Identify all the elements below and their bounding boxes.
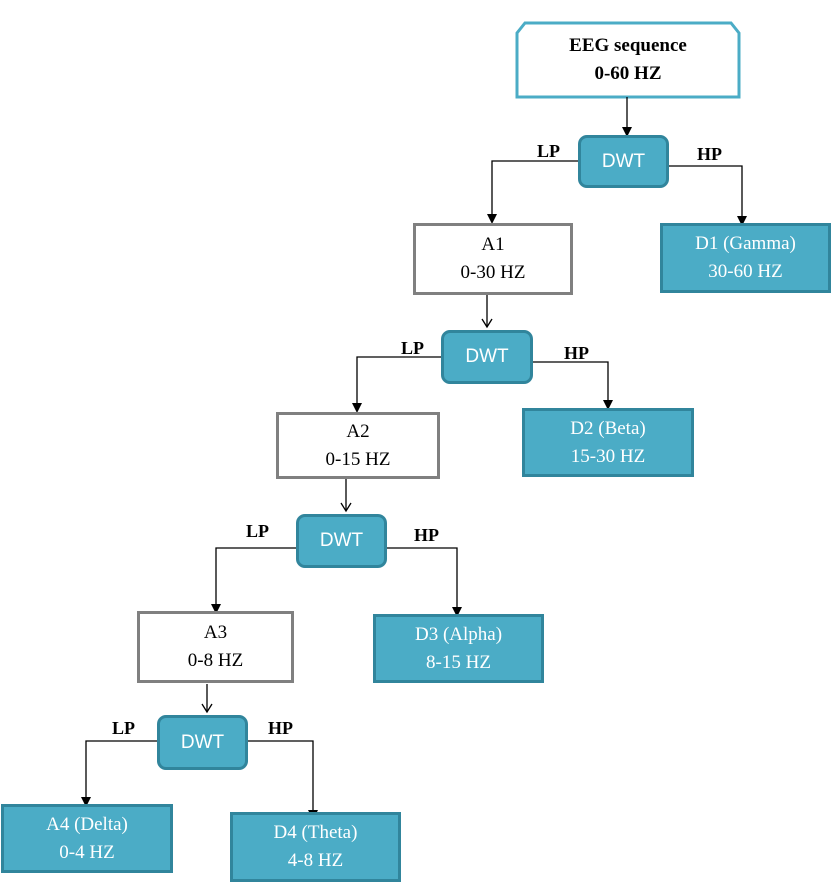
dwt-label-3: DWT [319, 530, 364, 551]
lp-label-1: LP [537, 141, 561, 161]
detail-range: 8-15 HZ [426, 651, 491, 673]
detail-node-d3: D3 (Alpha) 8-15 HZ [373, 614, 544, 683]
detail-range: 30-60 HZ [708, 261, 783, 282]
root-range: 0-60 HZ [594, 63, 662, 84]
approx-name: A3 [203, 622, 228, 643]
connector-hp-1 [668, 165, 747, 226]
detail-range: 4-8 HZ [287, 850, 344, 871]
dwt-label-1: DWT [601, 150, 646, 172]
lp-label-4: LP [112, 718, 136, 738]
root-title: EEG sequence [569, 35, 687, 56]
detail-node-a4: A4 (Delta) 0-4 HZ [1, 804, 173, 873]
detail-name: D2 (Beta) [570, 417, 646, 439]
dwt-node-2: DWT [441, 330, 533, 384]
root-node: EEG sequence 0-60 HZ [516, 21, 740, 99]
detail-name: A4 (Delta) [46, 813, 128, 835]
hp-label-3: HP [414, 525, 439, 545]
detail-name: D3 (Alpha) [414, 623, 503, 645]
connector-lp-1 [487, 160, 579, 224]
connector-lp-4 [81, 740, 159, 807]
detail-name: D1 (Gamma) [695, 233, 796, 254]
detail-range: 15-30 HZ [570, 445, 646, 467]
lp-label-2: LP [401, 338, 425, 358]
detail-name: D4 (Theta) [273, 822, 358, 843]
detail-node-d2: D2 (Beta) 15-30 HZ [522, 408, 694, 477]
connector-lp-2 [352, 356, 443, 413]
approx-name: A2 [346, 420, 370, 442]
approx-range: 0-15 HZ [325, 448, 391, 470]
approx-node-a1: A1 0-30 HZ [413, 223, 573, 295]
dwt-label-2: DWT [465, 346, 509, 367]
detail-node-d4: D4 (Theta) 4-8 HZ [230, 812, 401, 882]
dwt-node-1: DWT [578, 135, 669, 188]
hp-label-4: HP [268, 718, 293, 738]
approx-node-a2: A2 0-15 HZ [276, 412, 440, 479]
connector-hp-4 [247, 740, 318, 820]
hp-label-1: HP [697, 144, 722, 164]
root-box-shape [515, 21, 741, 99]
approx-name: A1 [481, 234, 505, 255]
lp-label-3: LP [246, 521, 270, 541]
dwt-node-4: DWT [157, 715, 248, 770]
dwt-node-3: DWT [296, 514, 387, 568]
detail-node-d1: D1 (Gamma) 30-60 HZ [660, 223, 831, 293]
connector-lp-3 [211, 547, 297, 614]
connector-hp-2 [532, 361, 613, 410]
approx-range: 0-30 HZ [460, 262, 526, 283]
approx-node-a3: A3 0-8 HZ [137, 611, 294, 683]
dwt-label-4: DWT [180, 731, 225, 753]
connector-hp-3 [386, 547, 462, 617]
approx-range: 0-8 HZ [187, 650, 244, 671]
detail-range: 0-4 HZ [59, 841, 115, 863]
hp-label-2: HP [564, 343, 589, 363]
